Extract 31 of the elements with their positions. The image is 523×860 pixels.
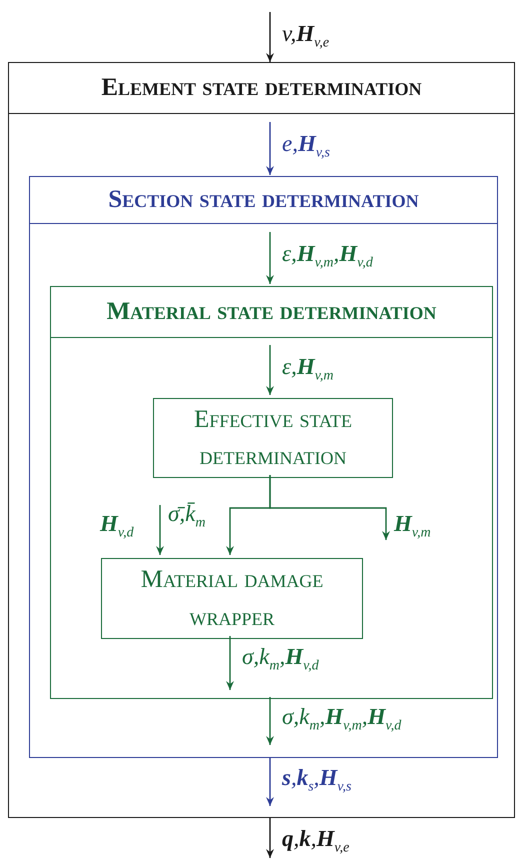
arrow [269, 475, 390, 540]
edge-label: H$_{v,d}$ [100, 512, 134, 541]
edge-label: e,H$_{v,s}$ [282, 132, 330, 161]
process-box [50, 286, 493, 699]
process-box [29, 176, 498, 758]
arrow [266, 122, 274, 175]
box-heading: Material state determination [51, 287, 492, 338]
edge-label: σ̄,k̄$_{m}$ [168, 502, 206, 531]
edge-label: ε,H$_{v,m}$ [282, 355, 334, 384]
edge-label: q,k,H$_{v,e}$ [282, 827, 350, 856]
edge-label: H$_{v,m}$ [394, 512, 431, 541]
box-label: Material damage wrapper [140, 565, 324, 632]
box-heading: Element state determination [9, 63, 514, 114]
edge-label: σ,k$_{m}$,H$_{v,d}$ [242, 645, 319, 674]
arrow [266, 757, 274, 806]
arrow [266, 818, 274, 858]
edge-label: ε,H$_{v,m}$,H$_{v,d}$ [282, 242, 373, 271]
box-heading: Section state determination [30, 177, 497, 224]
arrow [266, 345, 274, 395]
arrow [266, 232, 274, 284]
edge-label: s,k$_{s}$,H$_{v,s}$ [282, 766, 352, 795]
arrow [266, 697, 274, 745]
process-box [101, 558, 363, 639]
process-box [8, 62, 515, 818]
edge-label: v,H$_{v,e}$ [282, 22, 330, 51]
arrow [266, 12, 274, 62]
edge-label: σ,k$_{m}$,H$_{v,m}$,H$_{v,d}$ [282, 705, 402, 734]
process-box [153, 398, 393, 478]
arrow [156, 505, 164, 555]
arrow [226, 636, 234, 690]
box-label: Effective state determination [192, 404, 354, 472]
